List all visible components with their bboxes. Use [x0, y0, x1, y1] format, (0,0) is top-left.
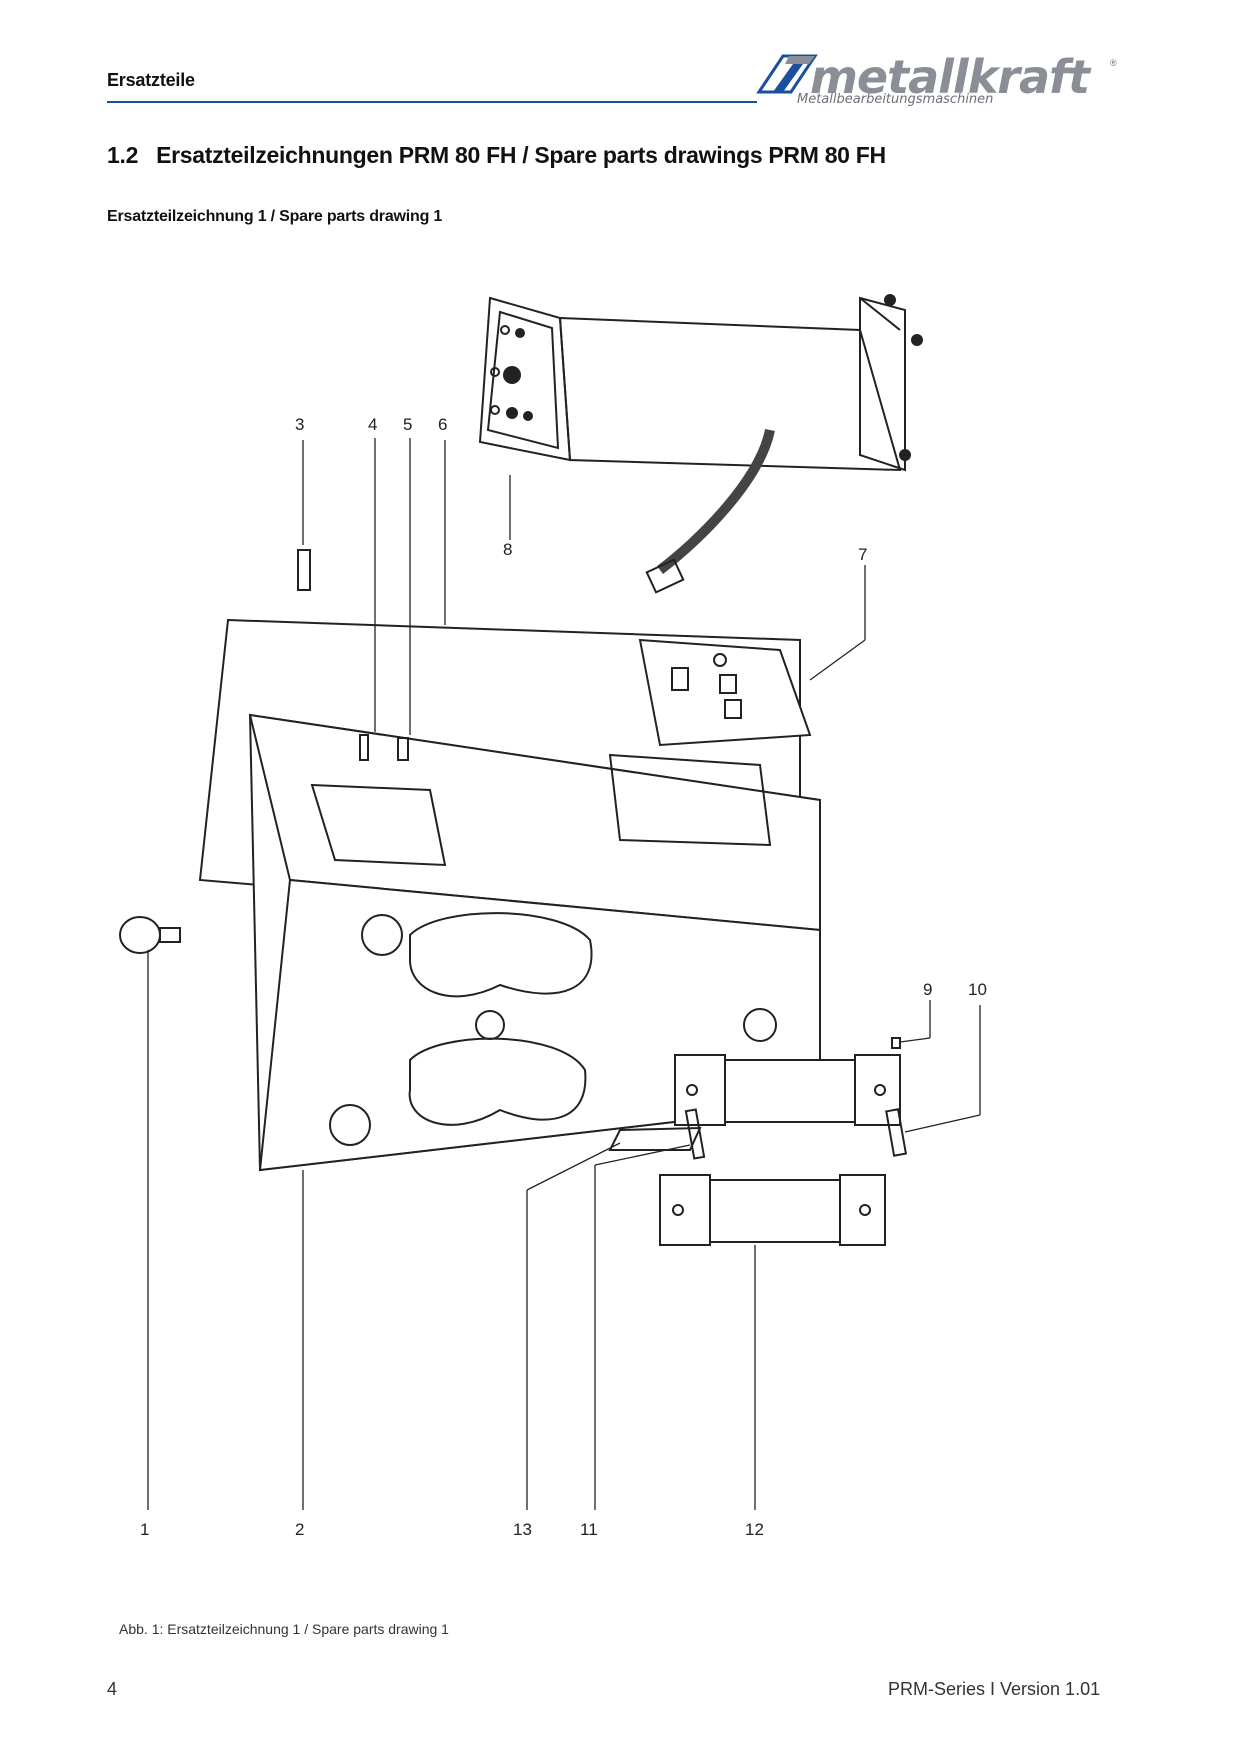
footer-page-number: 4	[107, 1679, 118, 1699]
figure-caption: Abb. 1: Ersatzteilzeichnung 1 / Spare pa…	[119, 1621, 449, 1637]
callout-12: 12	[745, 1520, 764, 1539]
callout-11: 11	[580, 1520, 598, 1539]
section-heading: 1.2 Ersatzteilzeichnungen PRM 80 FH / Spa…	[107, 142, 886, 169]
metallkraft-logo-mark	[756, 54, 818, 94]
logo: metallkraft ® Metallbearbeitungsmaschine…	[755, 50, 1117, 114]
logo-registered-mark: ®	[1110, 58, 1117, 68]
callout-9: 9	[923, 980, 932, 999]
control-pendant	[478, 294, 923, 594]
spare-parts-drawing: 1 2 3 4 5 6 7 8 9 10 11 12 13	[119, 294, 987, 1539]
callout-8: 8	[503, 540, 512, 559]
logo-tagline: Metallbearbeitungsmaschinen	[797, 92, 994, 107]
callout-3: 3	[295, 415, 304, 434]
header-rule	[107, 101, 757, 103]
callout-7: 7	[858, 545, 867, 564]
drawing-subheading: Ersatzteilzeichnung 1 / Spare parts draw…	[107, 208, 443, 225]
callout-13: 13	[513, 1520, 532, 1539]
callout-2: 2	[295, 1520, 304, 1539]
section-title: Ersatzteilzeichnungen PRM 80 FH / Spare …	[156, 142, 886, 168]
header-title: Ersatzteile	[107, 70, 195, 90]
lifting-eye-bolt	[119, 916, 181, 954]
hydraulic-cylinder-lower	[659, 1174, 886, 1246]
footer-version: PRM-Series I Version 1.01	[888, 1679, 1101, 1699]
callout-4: 4	[368, 415, 377, 434]
electrical-box	[638, 638, 812, 747]
logo-wordmark: metallkraft	[810, 50, 1090, 104]
callout-1: 1	[140, 1520, 149, 1539]
bolts	[297, 549, 908, 1160]
section-number: 1.2	[107, 142, 139, 168]
callout-10: 10	[968, 980, 987, 999]
callout-5: 5	[403, 415, 412, 434]
hydraulic-cylinder-upper	[674, 1054, 901, 1126]
callout-6: 6	[438, 415, 447, 434]
